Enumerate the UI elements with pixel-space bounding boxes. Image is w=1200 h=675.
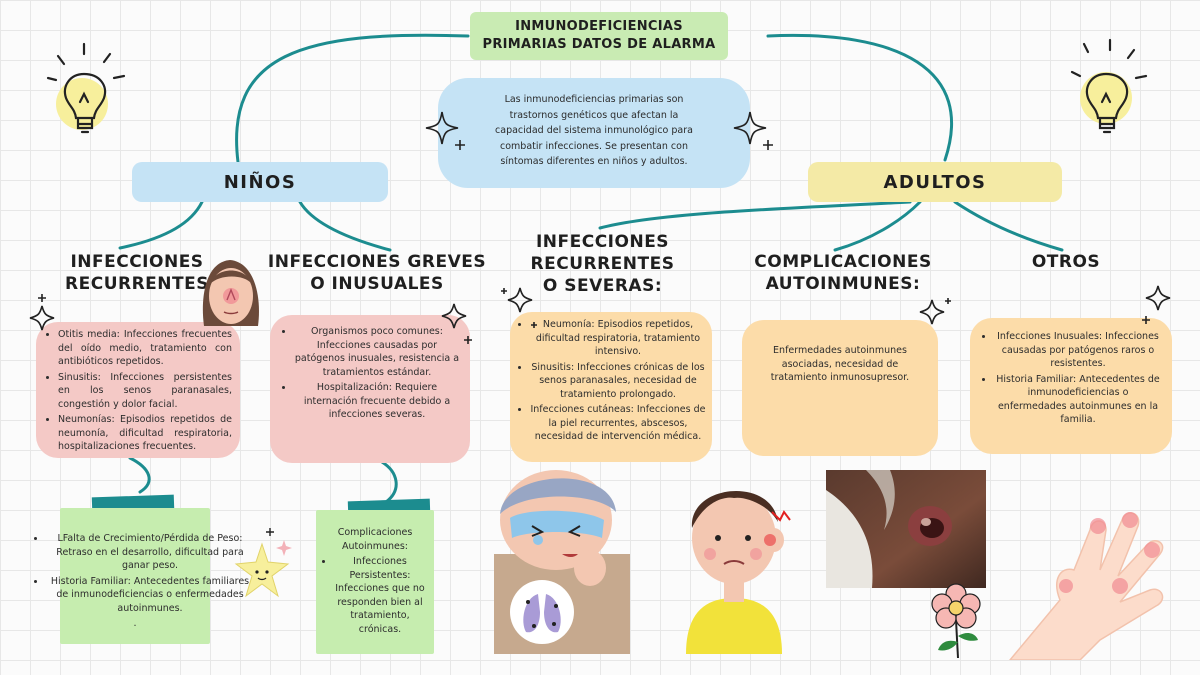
heading-adultos-recurrentes: INFECCIONES RECURRENTES O SEVERAS: — [530, 232, 675, 296]
card-adultos-recurrentes: Neumonía: Episodios repetidos, dificulta… — [510, 312, 712, 462]
list-item: Sinusitis: Infecciones persistentes en l… — [58, 371, 232, 412]
sick-child-illustration — [494, 470, 630, 654]
connector-adultos-left — [598, 200, 912, 230]
intro-box: Las inmunodeficiencias primarias son tra… — [438, 78, 750, 188]
card-ninos-graves-green: Complicaciones Autoinmunes: Infecciones … — [316, 510, 434, 654]
lightbulb-icon — [46, 42, 126, 134]
card-adultos-autoinmunes: Enfermedades autoinmunes asociadas, nece… — [742, 320, 938, 456]
connector-graves-green — [380, 460, 398, 504]
group-adultos: ADULTOS — [808, 162, 1062, 202]
title-line-1: INMUNODEFICIENCIAS — [515, 19, 683, 34]
list-item: Historia Familiar: Antecedentes familiar… — [46, 575, 254, 616]
list-item: Infecciones Persistentes: Infecciones qu… — [334, 555, 426, 636]
heading-adultos-autoinmunes: COMPLICACIONES AUTOINMUNES: — [754, 252, 932, 294]
title-box: INMUNODEFICIENCIAS PRIMARIAS DATOS DE AL… — [470, 12, 728, 60]
connector-adultos-right — [953, 200, 1064, 252]
sparkle-icon — [1142, 285, 1171, 324]
connector-title-adultos — [766, 33, 953, 162]
group-ninos: NIÑOS — [132, 162, 388, 202]
card-ninos-recurrentes: Otitis media: Infecciones frecuentes del… — [36, 322, 240, 458]
sparkle-icon — [441, 303, 472, 344]
earache-child-illustration — [686, 491, 791, 654]
swollen-hand-illustration — [1009, 512, 1164, 660]
list-item: Otitis media: Infecciones frecuentes del… — [58, 328, 232, 369]
sparkle-icon — [501, 287, 537, 328]
list-item: Infecciones Inusuales: Infecciones causa… — [994, 330, 1162, 371]
connector-ninos-right — [298, 200, 392, 252]
list-item: Historia Familiar: Antecedentes de inmun… — [994, 373, 1162, 427]
connector-ninos-left — [118, 200, 204, 250]
list-item: Sinusitis: Infecciones crónicas de los s… — [530, 361, 706, 402]
heading-ninos-recurrentes: INFECCIONES RECURRENTES — [65, 252, 209, 294]
heading-adultos-otros: OTROS — [1031, 252, 1101, 272]
list-item: Infecciones cutáneas: Infecciones de la … — [530, 403, 706, 444]
list-item: Neumonía: Episodios repetidos, dificulta… — [530, 318, 706, 359]
sparkle-icon — [425, 111, 465, 150]
title-line-2: PRIMARIAS DATOS DE ALARMA — [482, 37, 716, 52]
heading-ninos-graves: INFECCIONES GREVES O INUSUALES — [267, 252, 487, 294]
list-item: Organismos poco comunes: Infecciones cau… — [294, 325, 460, 379]
green-card-title: Complicaciones Autoinmunes: — [337, 527, 413, 552]
star-icon — [234, 528, 292, 598]
card-ninos-graves: Organismos poco comunes: Infecciones cau… — [270, 315, 470, 463]
list-item: Hospitalización: Requiere internación fr… — [294, 381, 460, 422]
card-ninos-green: LFalta de Crecimiento/Pérdida de Peso: R… — [51, 508, 249, 644]
connector-adultos-mid — [833, 200, 922, 252]
list-item: Neumonías: Episodios repetidos de neumon… — [58, 413, 232, 454]
sparkle-icon — [733, 111, 773, 150]
trailing-dot: . — [133, 618, 137, 629]
skin-abscess-photo — [826, 470, 986, 588]
connector-recurrentes-green — [128, 456, 151, 494]
card-adultos-otros: Infecciones Inusuales: Infecciones causa… — [970, 318, 1172, 454]
lightbulb-icon — [1070, 38, 1148, 134]
connector-title-ninos — [235, 33, 470, 164]
child-nose-illustration — [202, 260, 259, 326]
list-item: LFalta de Crecimiento/Pérdida de Peso: R… — [46, 532, 254, 573]
sparkle-icon — [29, 294, 55, 331]
sparkle-icon — [919, 298, 951, 325]
autoinmunes-text: Enfermedades autoinmunes asociadas, nece… — [770, 345, 910, 383]
flower-icon — [931, 583, 981, 659]
